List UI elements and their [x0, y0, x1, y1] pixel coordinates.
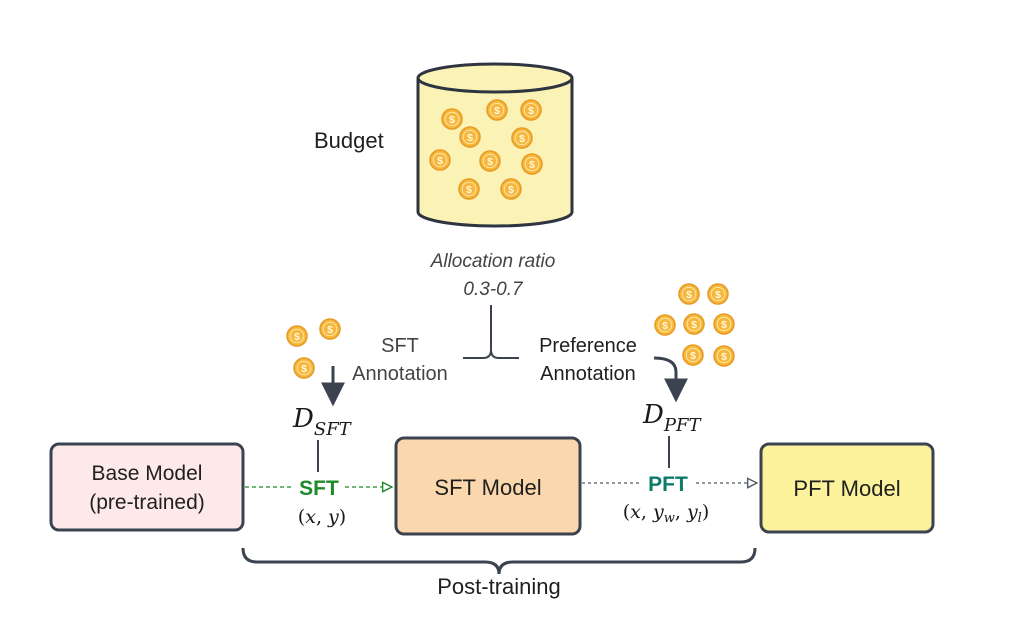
- pft-dataset-label: DPFT: [642, 400, 702, 436]
- preference-coin-cluster: $ $ $ $ $ $ $: [654, 283, 735, 367]
- svg-text:$: $: [528, 105, 534, 117]
- svg-text:$: $: [466, 184, 472, 196]
- sft-coin-cluster: $ $ $: [286, 318, 341, 379]
- post-training-brace: [241, 547, 757, 575]
- pft-model-label: PFT Model: [793, 476, 900, 501]
- sft-dataset-label: DSFT: [292, 404, 353, 440]
- svg-text:$: $: [494, 105, 500, 117]
- sft-stage-label: SFT: [299, 477, 339, 500]
- coin-icon: $: [682, 344, 704, 366]
- coin-icon: $: [707, 283, 729, 305]
- sft-annotation-label-2: Annotation: [352, 363, 448, 385]
- preference-annotation-label-1: Preference: [539, 335, 637, 357]
- coin-icon: $: [713, 313, 735, 335]
- svg-text:$: $: [721, 319, 727, 331]
- svg-text:$: $: [691, 319, 697, 331]
- svg-text:$: $: [690, 350, 696, 362]
- svg-text:$: $: [715, 289, 721, 301]
- pft-stage-signature: (x, yw, yl): [623, 501, 710, 526]
- budget-coins: $ $ $ $ $ $ $ $ $ $: [429, 99, 543, 200]
- coin-icon: $: [520, 99, 542, 121]
- svg-text:$: $: [467, 132, 473, 144]
- allocation-ratio-value: 0.3-0.7: [463, 279, 524, 300]
- svg-text:$: $: [294, 331, 300, 343]
- coin-icon: $: [286, 325, 308, 347]
- svg-text:$: $: [449, 114, 455, 126]
- coin-icon: $: [678, 283, 700, 305]
- coin-icon: $: [293, 357, 315, 379]
- svg-text:$: $: [686, 289, 692, 301]
- budget-cylinder: [416, 62, 574, 228]
- coin-icon: $: [654, 314, 676, 336]
- allocation-ratio-label: Allocation ratio: [430, 251, 556, 272]
- coin-icon: $: [486, 99, 508, 121]
- coin-icon: $: [458, 178, 480, 200]
- coin-icon: $: [511, 127, 533, 149]
- pft-stage-label: PFT: [648, 473, 688, 496]
- coin-icon: $: [319, 318, 341, 340]
- base-model-label-1: Base Model: [92, 462, 203, 485]
- svg-text:$: $: [519, 133, 525, 145]
- svg-text:$: $: [327, 324, 333, 336]
- coin-icon: $: [479, 150, 501, 172]
- sft-annotation-label-1: SFT: [381, 335, 419, 357]
- pft-model-box: [759, 442, 935, 534]
- preference-annotation-arrow: [653, 356, 688, 403]
- svg-text:$: $: [508, 184, 514, 196]
- base-model-label-2: (pre-trained): [89, 491, 205, 514]
- sft-stage-signature: (x, y): [298, 506, 346, 528]
- sft-model-box: [394, 436, 582, 536]
- coin-icon: $: [459, 126, 481, 148]
- svg-text:$: $: [721, 351, 727, 363]
- svg-text:$: $: [437, 155, 443, 167]
- allocation-split-brace: [463, 305, 519, 359]
- svg-text:$: $: [662, 320, 668, 332]
- post-training-label: Post-training: [437, 574, 561, 599]
- sft-model-label: SFT Model: [434, 475, 541, 500]
- coin-icon: $: [713, 345, 735, 367]
- svg-text:$: $: [529, 159, 535, 171]
- coin-icon: $: [429, 149, 451, 171]
- preference-annotation-label-2: Annotation: [540, 363, 636, 385]
- base-model-box: [49, 442, 245, 532]
- coin-icon: $: [683, 313, 705, 335]
- coin-icon: $: [441, 108, 463, 130]
- svg-text:$: $: [487, 156, 493, 168]
- budget-label: Budget: [314, 128, 384, 153]
- coin-icon: $: [521, 153, 543, 175]
- svg-text:$: $: [301, 363, 307, 375]
- coin-icon: $: [500, 178, 522, 200]
